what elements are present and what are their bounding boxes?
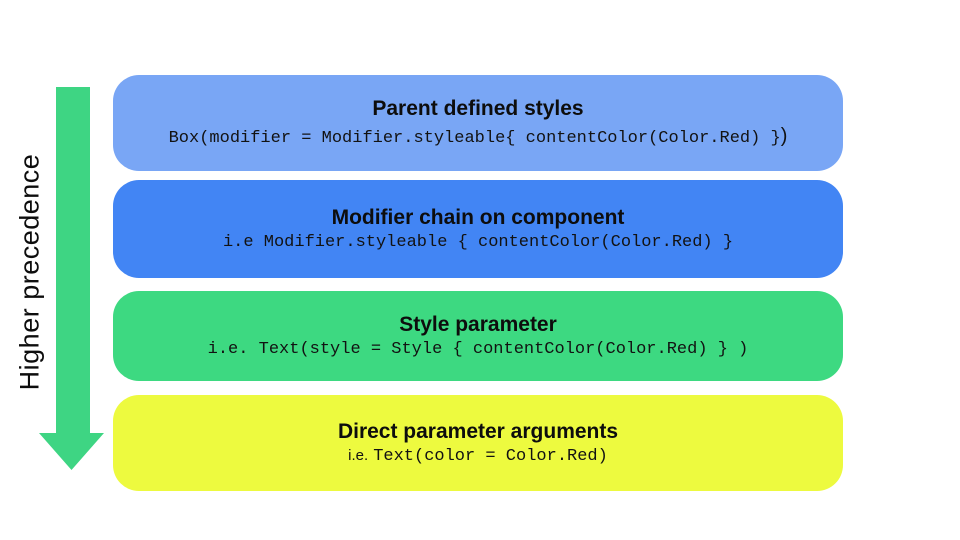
code-prefix: i.e.	[348, 446, 369, 464]
box-title: Modifier chain on component	[331, 205, 625, 229]
box-modifier-chain: Modifier chain on component i.e Modifier…	[113, 180, 843, 278]
box-code-line: i.e Modifier.styleable { contentColor(Co…	[223, 233, 733, 253]
box-style-parameter: Style parameter i.e. Text(style = Style …	[113, 291, 843, 381]
higher-precedence-label: Higher precedence	[14, 153, 45, 391]
box-title: Direct parameter arguments	[337, 419, 619, 443]
box-code-line: i.e. Text(color = Color.Red)	[348, 447, 608, 467]
box-parent-defined-styles: Parent defined styles Box(modifier = Mod…	[113, 75, 843, 171]
down-arrow-shape	[39, 87, 104, 470]
code-text: i.e Modifier.styleable { contentColor(Co…	[222, 232, 734, 252]
box-code-line: i.e. Text(style = Style { contentColor(C…	[208, 340, 749, 360]
box-title: Parent defined styles	[372, 97, 584, 121]
code-text: Text(color = Color.Red)	[373, 446, 608, 466]
box-title: Style parameter	[399, 312, 557, 336]
code-suffix: )	[780, 125, 788, 148]
down-arrow-icon	[39, 87, 104, 470]
code-text: i.e. Text(style = Style { contentColor(C…	[207, 339, 749, 359]
code-text: Box(modifier = Modifier.styleable{ conte…	[168, 129, 781, 149]
box-direct-parameter-arguments: Direct parameter arguments i.e. Text(col…	[113, 395, 843, 491]
box-code-line: Box(modifier = Modifier.styleable{ conte…	[169, 124, 788, 149]
